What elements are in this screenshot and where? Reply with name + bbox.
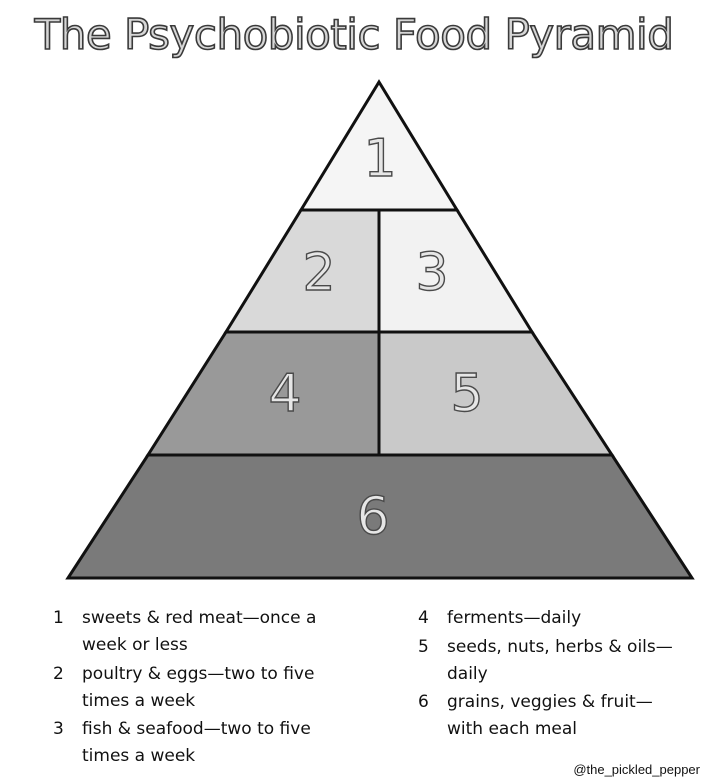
food-pyramid-diagram: 1 2 3 4 5 6: [65, 79, 695, 580]
tier-5-number: 5: [450, 364, 483, 424]
tier-2-number: 2: [302, 243, 335, 303]
legend-number: 2: [53, 664, 64, 684]
tier-1-number: 1: [363, 129, 396, 189]
legend-number: 1: [53, 608, 64, 628]
page-title: The Psychobiotic Food Pyramid: [34, 10, 675, 59]
legend-number: 6: [418, 692, 429, 712]
legend-text: seeds, nuts, herbs & oils—daily: [447, 637, 673, 684]
tier-4-number: 4: [268, 364, 301, 424]
legend-number: 5: [418, 637, 429, 657]
tier-6-number: 6: [356, 487, 389, 547]
legend-number: 3: [53, 719, 64, 739]
credit-watermark: @the_pickled_pepper: [571, 761, 702, 778]
tier-6-region: [65, 453, 695, 580]
tier-3-number: 3: [415, 243, 448, 303]
legend-text: grains, veggies & fruit—with each meal: [447, 692, 653, 739]
legend-text: ferments—daily: [447, 608, 582, 628]
legend-number: 4: [418, 608, 429, 628]
